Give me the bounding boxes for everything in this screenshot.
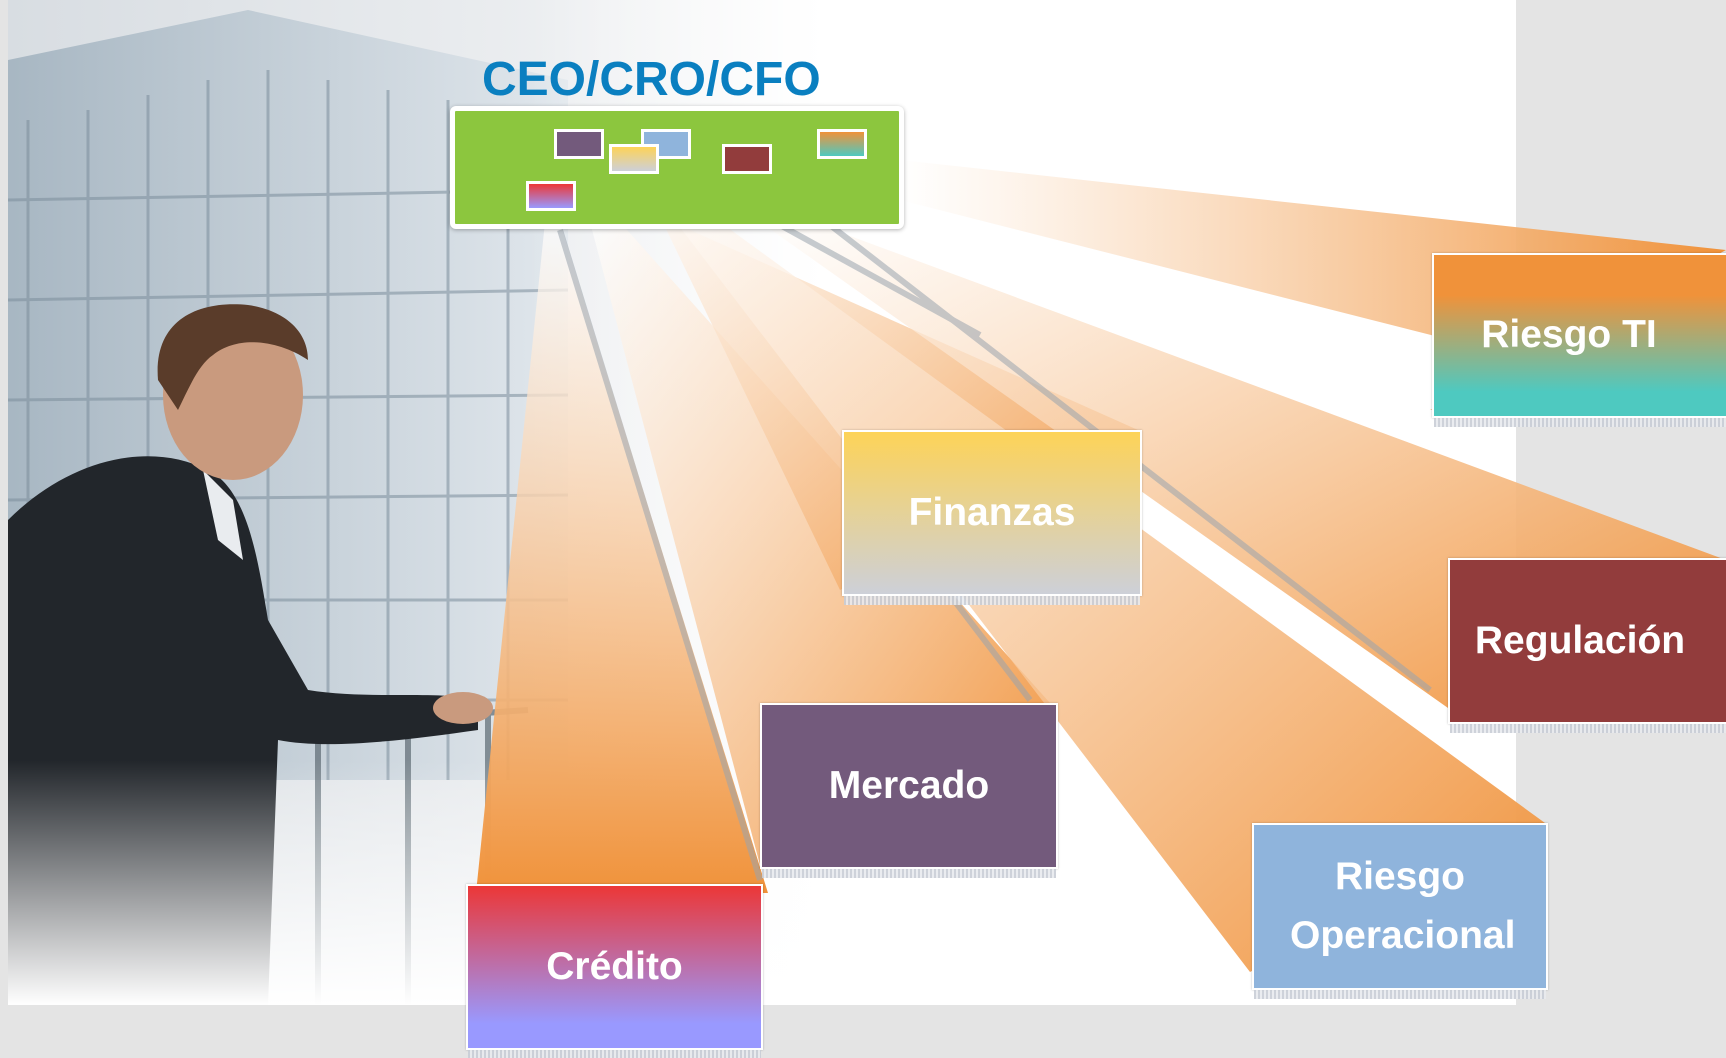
label-riesgo-operacional: Riesgo Operacional bbox=[1290, 855, 1516, 957]
box-riesgo-ti: Riesgo TI bbox=[1432, 253, 1726, 427]
box-credito: Crédito bbox=[466, 884, 763, 1058]
box-riesgo-operacional: Riesgo Operacional bbox=[1252, 823, 1548, 999]
box-mercado: Mercado bbox=[760, 703, 1058, 878]
mini-finanzas bbox=[609, 144, 659, 174]
mini-credito bbox=[526, 181, 576, 211]
label-finanzas: Finanzas bbox=[908, 490, 1076, 534]
bottom-band bbox=[0, 1005, 1726, 1058]
mini-riesgo-ti bbox=[817, 129, 867, 159]
box-finanzas: Finanzas bbox=[842, 430, 1142, 605]
label-credito: Crédito bbox=[546, 944, 683, 988]
label-regulacion: Regulación bbox=[1474, 618, 1686, 662]
beam-credito bbox=[476, 222, 768, 893]
mini-regulacion bbox=[722, 144, 772, 174]
label-mercado: Mercado bbox=[828, 763, 990, 807]
label-riesgo-ti: Riesgo TI bbox=[1481, 313, 1657, 357]
box-regulacion: Regulación bbox=[1448, 558, 1726, 733]
mini-mercado bbox=[554, 129, 604, 159]
page-title: CEO/CRO/CFO bbox=[482, 53, 821, 106]
executive-panel bbox=[450, 106, 904, 229]
